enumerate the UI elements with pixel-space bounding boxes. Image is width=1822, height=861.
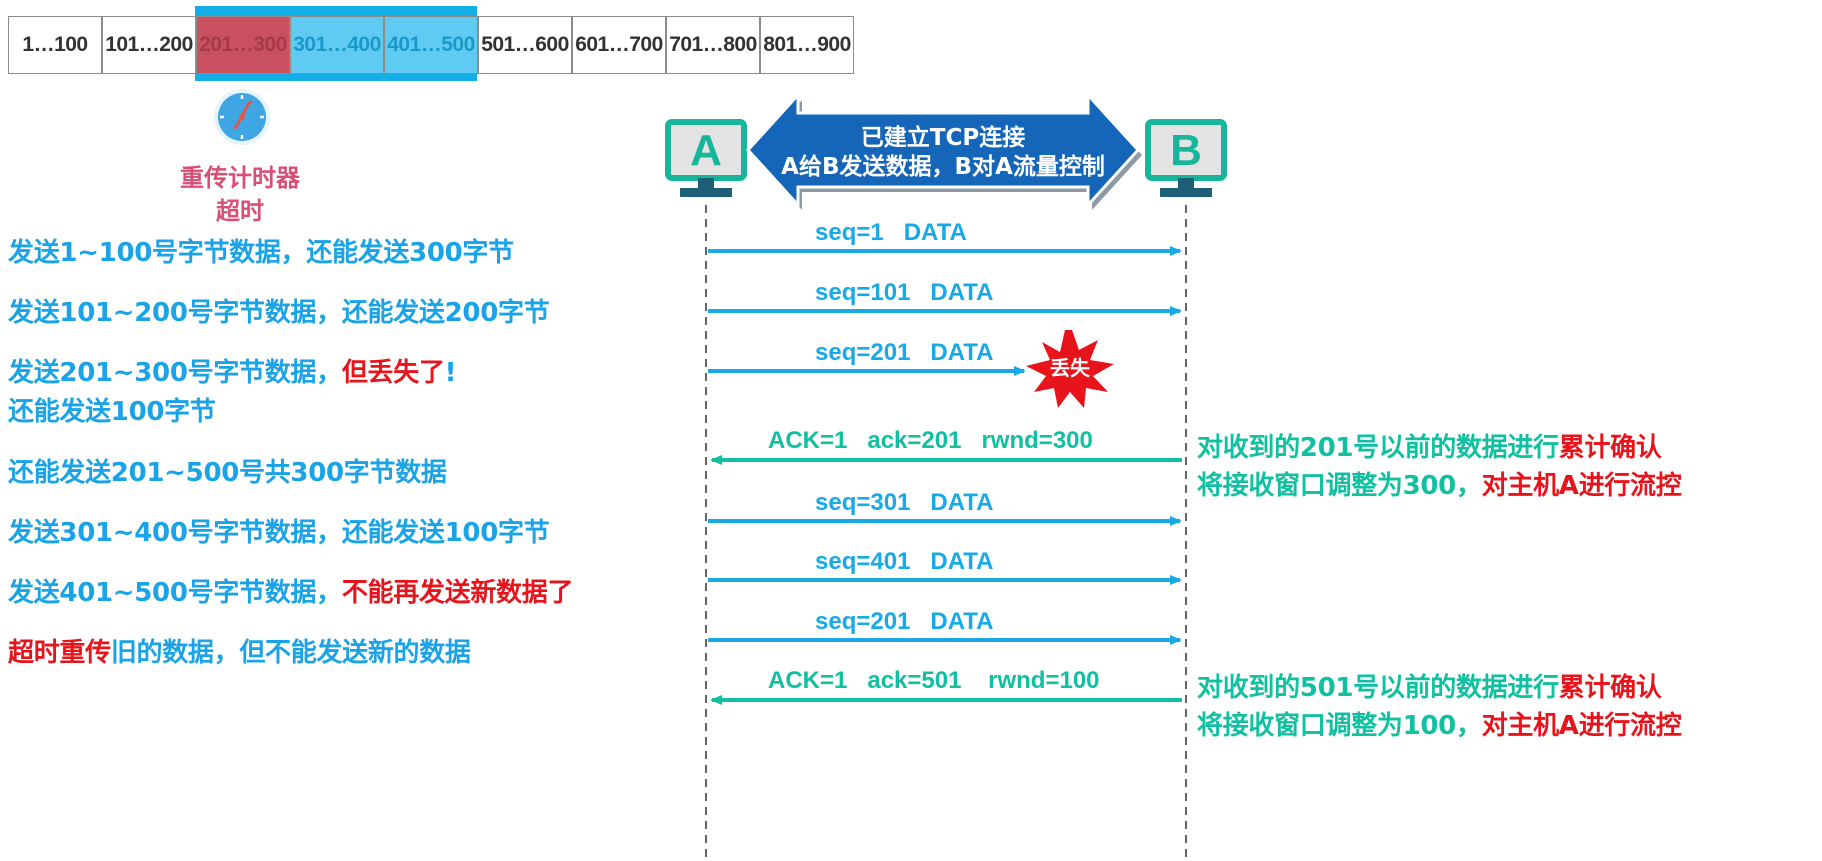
note-text: 对收到的501号以前的数据进行 — [1197, 673, 1559, 703]
step-5: 发送301~400号字节数据，还能发送100字节 — [8, 518, 550, 548]
note-highlight: 累计确认 — [1558, 673, 1662, 703]
note-ack-201-line2: 将接收窗口调整为300，对主机A进行流控 — [1197, 465, 1682, 502]
step-7: 超时重传旧的数据，但不能发送新的数据 — [8, 632, 471, 669]
connection-banner-arrow — [745, 91, 1141, 209]
message-ack-501: ACK=1 ack=501 rwnd=100 — [710, 667, 1182, 705]
send-window-frame-bottom — [195, 74, 477, 81]
timer-timeout-label: 超时 — [216, 197, 264, 225]
message-label: seq=101 DATA — [815, 279, 994, 306]
host-b-label: B — [1170, 126, 1202, 175]
step-1: 发送1~100号字节数据，还能发送300字节 — [8, 238, 514, 268]
message-label: seq=401 DATA — [815, 548, 994, 575]
buffer-cell: 101…200 — [102, 16, 196, 74]
step-3: 发送201~300号字节数据，但丢失了! — [8, 352, 457, 389]
note-highlight: 对主机A进行流控 — [1481, 471, 1682, 501]
message-seq-401: seq=401 DATA — [708, 548, 1182, 585]
note-ack-201-line1: 对收到的201号以前的数据进行累计确认 — [1197, 427, 1662, 464]
step-6-highlight: 不能再发送新数据了 — [341, 578, 574, 608]
timer-label: 重传计时器 — [180, 164, 300, 192]
timer-clock-icon — [214, 89, 270, 145]
message-seq-201-retransmit: seq=201 DATA — [708, 608, 1182, 645]
step-6: 发送401~500号字节数据，不能再发送新数据了 — [8, 572, 573, 609]
message-label: seq=1 DATA — [815, 219, 967, 246]
message-label: seq=201 DATA — [815, 339, 994, 366]
message-label: seq=201 DATA — [815, 608, 994, 635]
message-seq-101: seq=101 DATA — [708, 279, 1182, 316]
message-seq-1: seq=1 DATA — [708, 219, 1182, 256]
step-3-text: 发送201~300号字节数据， — [8, 358, 342, 388]
buffer-cell-window: 301…400 — [290, 16, 384, 74]
lost-label: 丢失 — [1050, 356, 1091, 380]
buffer-cell: 501…600 — [478, 16, 572, 74]
buffer-cell: 801…900 — [760, 16, 854, 74]
buffer-cell-lost: 201…300 — [196, 16, 290, 74]
send-window-frame-top — [195, 6, 477, 16]
buffer-cell: 1…100 — [8, 16, 102, 74]
note-text: 对收到的201号以前的数据进行 — [1197, 433, 1559, 463]
note-text: 将接收窗口调整为300， — [1197, 471, 1482, 501]
step-7-highlight: 超时重传 — [8, 638, 111, 668]
note-highlight: 对主机A进行流控 — [1481, 711, 1682, 741]
buffer-cell: 701…800 — [666, 16, 760, 74]
note-highlight: 累计确认 — [1558, 433, 1662, 463]
host-b-computer-icon: B — [1145, 119, 1227, 197]
step-3-exclamation: ! — [444, 358, 457, 388]
message-seq-301: seq=301 DATA — [708, 489, 1182, 526]
step-7-text: 旧的数据，但不能发送新的数据 — [110, 638, 471, 668]
message-seq-201-lost: seq=201 DATA — [708, 339, 1026, 376]
step-3-lost-highlight: 但丢失了 — [341, 358, 445, 388]
message-label: seq=301 DATA — [815, 489, 994, 516]
message-label: ACK=1 ack=501 rwnd=100 — [768, 667, 1100, 694]
step-4: 还能发送201~500号共300字节数据 — [8, 458, 447, 488]
note-text: 将接收窗口调整为100， — [1197, 711, 1482, 741]
connection-subtitle: A给B发送数据，B对A流量控制 — [781, 153, 1105, 180]
connection-title: 已建立TCP连接 — [861, 124, 1025, 151]
step-2: 发送101~200号字节数据，还能发送200字节 — [8, 298, 550, 328]
message-ack-201: ACK=1 ack=201 rwnd=300 — [710, 427, 1182, 465]
host-a-computer-icon: A — [665, 119, 747, 197]
step-3-remaining: 还能发送100字节 — [8, 397, 216, 427]
note-ack-501-line1: 对收到的501号以前的数据进行累计确认 — [1197, 667, 1662, 704]
message-label: ACK=1 ack=201 rwnd=300 — [768, 427, 1093, 454]
buffer-cell-window: 401…500 — [384, 16, 478, 74]
buffer-cell: 601…700 — [572, 16, 666, 74]
note-ack-501-line2: 将接收窗口调整为100，对主机A进行流控 — [1197, 705, 1682, 742]
lost-burst-icon: 丢失 — [1026, 330, 1114, 408]
host-a-label: A — [690, 126, 722, 175]
step-6-text: 发送401~500号字节数据， — [8, 578, 342, 608]
